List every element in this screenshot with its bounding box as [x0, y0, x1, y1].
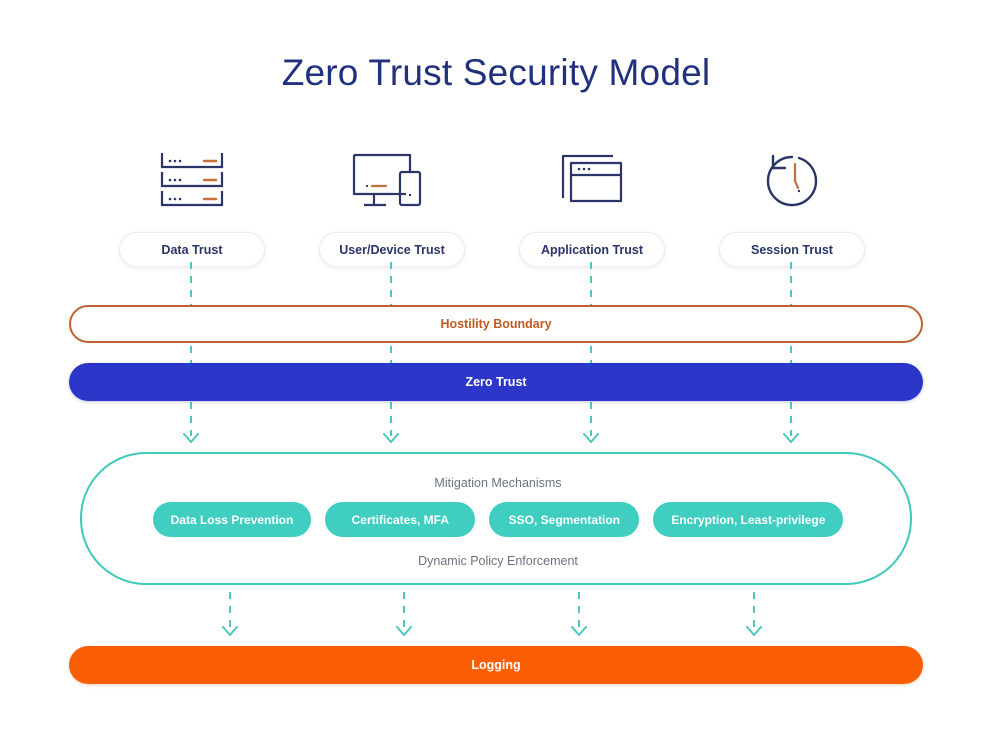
connector-line-logging-1 — [229, 592, 231, 630]
logging-bar: Logging — [69, 646, 923, 684]
mechanism-pill-sso-segmentation[interactable]: SSO, Segmentation — [489, 502, 640, 537]
mechanism-label: SSO, Segmentation — [508, 512, 620, 527]
page-title: Zero Trust Security Model — [281, 52, 711, 93]
logging-label: Logging — [471, 658, 521, 672]
chevron-down-icon — [396, 626, 412, 636]
mitigation-caption-bottom: Dynamic Policy Enforcement — [418, 554, 578, 568]
zero-trust-bar: Zero Trust — [69, 363, 923, 401]
app-windows-icon — [492, 146, 692, 216]
trust-column-session: Session Trust — [692, 146, 892, 267]
trust-pill-label: Data Trust — [161, 242, 223, 257]
mitigation-caption-top: Mitigation Mechanisms — [434, 476, 562, 490]
mechanism-label: Encryption, Least-privilege — [671, 512, 826, 527]
mitigation-mechanism-list: Data Loss Prevention Certificates, MFA S… — [82, 502, 914, 537]
trust-pill-label: Application Trust — [540, 242, 644, 257]
chevron-down-icon — [571, 626, 587, 636]
trust-pill-session[interactable]: Session Trust — [719, 232, 865, 267]
connector-line-logging-4 — [753, 592, 755, 630]
connector-line-data — [190, 262, 192, 436]
trust-pill-application[interactable]: Application Trust — [519, 232, 665, 267]
trust-pill-user-device[interactable]: User/Device Trust — [319, 232, 465, 267]
chevron-down-icon — [183, 433, 199, 443]
connector-line-application — [590, 262, 592, 436]
connector-line-session — [790, 262, 792, 436]
trust-pill-label: Session Trust — [751, 242, 833, 257]
mechanism-pill-encryption-least-privilege[interactable]: Encryption, Least-privilege — [653, 502, 844, 537]
clock-refresh-icon — [692, 146, 892, 216]
hostility-boundary-label: Hostility Boundary — [440, 317, 552, 331]
chevron-down-icon — [746, 626, 762, 636]
trust-pill-label: User/Device Trust — [339, 242, 445, 257]
mitigation-mechanisms-container: Mitigation Mechanisms Data Loss Preventi… — [80, 452, 912, 585]
trust-column-user-device: User/Device Trust — [292, 146, 492, 267]
chevron-down-icon — [222, 626, 238, 636]
monitor-and-phone-icon — [292, 146, 492, 216]
trust-pill-data[interactable]: Data Trust — [119, 232, 265, 267]
chevron-down-icon — [783, 433, 799, 443]
connector-line-logging-3 — [578, 592, 580, 630]
server-stack-icon — [92, 146, 292, 216]
trust-column-application: Application Trust — [492, 146, 692, 267]
connector-line-user-device — [390, 262, 392, 436]
hostility-boundary-bar: Hostility Boundary — [69, 305, 923, 343]
mechanism-label: Data Loss Prevention — [170, 512, 294, 527]
zero-trust-label: Zero Trust — [465, 375, 527, 389]
connector-line-logging-2 — [403, 592, 405, 630]
trust-column-data: Data Trust — [92, 146, 292, 267]
mechanism-pill-dlp[interactable]: Data Loss Prevention — [152, 502, 312, 537]
chevron-down-icon — [383, 433, 399, 443]
chevron-down-icon — [583, 433, 599, 443]
mechanism-pill-certificates-mfa[interactable]: Certificates, MFA — [325, 502, 476, 537]
mechanism-label: Certificates, MFA — [351, 512, 449, 527]
